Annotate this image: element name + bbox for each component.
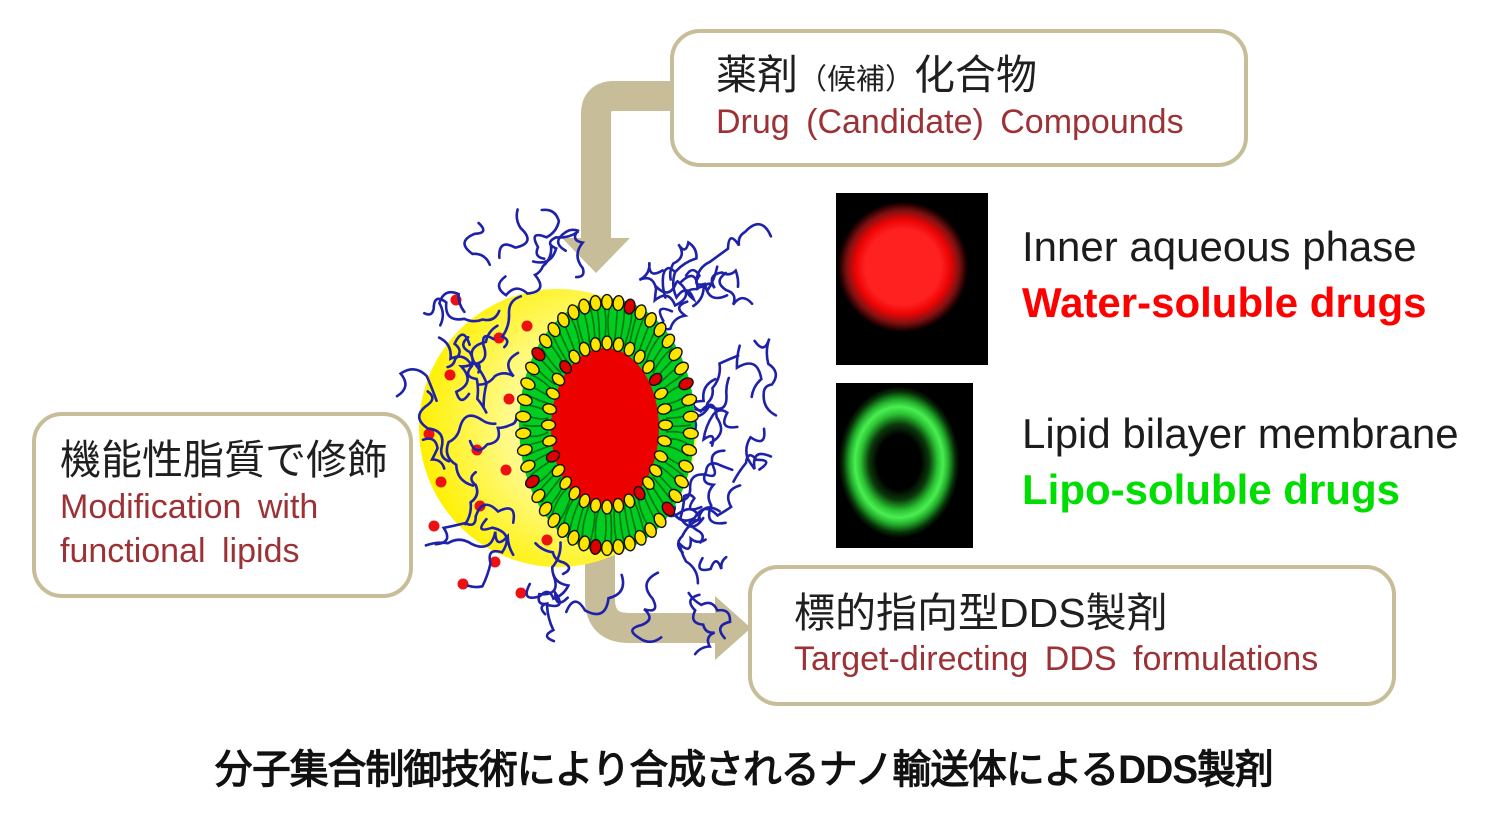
membrane-title: Lipid bilayer membrane: [1022, 410, 1459, 457]
drug-compounds-jp-paren: （候補）: [798, 64, 915, 97]
elbow-arrow-right-icon: [585, 540, 751, 660]
inner-phase-title: Inner aqueous phase: [1022, 223, 1417, 270]
modification-jp: 機能性脂質で修飾: [60, 437, 388, 484]
figure-caption: 分子集合制御技術により合成されるナノ輸送体によるDDS製剤: [214, 748, 1274, 792]
inner-phase-label: Inner aqueous phase Water-soluble drugs: [1022, 226, 1426, 324]
drug-compounds-jp-tail: 化合物: [914, 52, 1038, 99]
drug-compounds-jp-head: 薬剤: [716, 52, 798, 99]
drug-compounds-box: 薬剤（候補）化合物 Drug (Candidate) Compounds: [670, 29, 1248, 167]
drug-compounds-jp: 薬剤（候補）化合物: [716, 52, 1244, 100]
liposome-cross-section-icon: [395, 208, 778, 656]
target-dds-jp: 標的指向型DDS製剤: [794, 589, 1168, 636]
membrane-subtitle: Lipo-soluble drugs: [1022, 466, 1400, 513]
target-dds-en: Target-directing DDS formulations: [794, 640, 1319, 679]
green-ring: [836, 383, 973, 548]
red-blob: [836, 193, 988, 365]
inner-phase-subtitle: Water-soluble drugs: [1022, 279, 1427, 326]
fluorescence-red-blob-icon: [836, 193, 988, 365]
fluorescence-green-ring-icon: [836, 383, 973, 548]
drug-compounds-en: Drug (Candidate) Compounds: [716, 102, 1184, 141]
modification-en-line2: functional lipids: [60, 531, 300, 570]
target-dds-box: 標的指向型DDS製剤 Target-directing DDS formulat…: [748, 565, 1396, 706]
modification-box: 機能性脂質で修飾 Modification with functional li…: [32, 412, 413, 598]
membrane-label: Lipid bilayer membrane Lipo-soluble drug…: [1022, 413, 1459, 511]
modification-en-line1: Modification with: [60, 487, 319, 526]
